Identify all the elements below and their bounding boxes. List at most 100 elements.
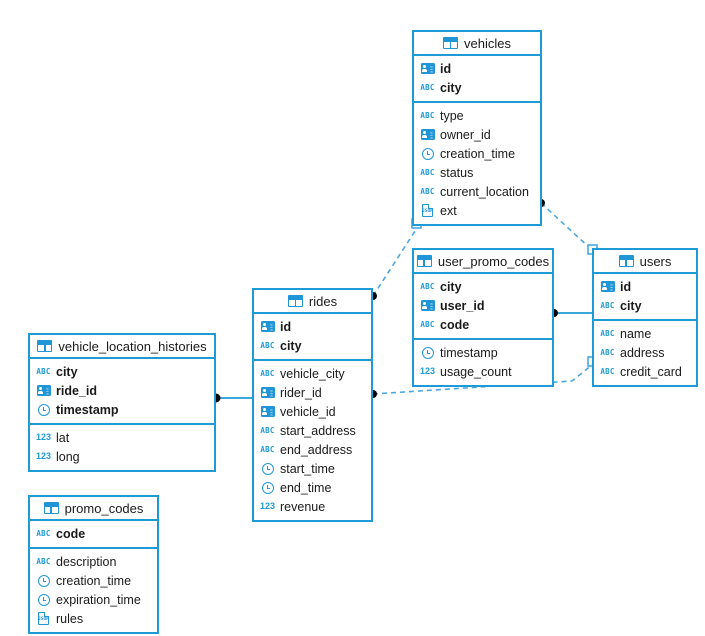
table-grid-icon <box>43 502 59 514</box>
id-card-icon <box>600 280 615 294</box>
field-row-city[interactable]: ABC city <box>254 336 371 355</box>
table-title: user_promo_codes <box>437 253 550 269</box>
field-row-vehicle-city[interactable]: ABC vehicle_city <box>254 364 371 383</box>
relationship-vehiclelocationhistories-rides <box>211 393 252 403</box>
field-label: start_address <box>280 423 356 438</box>
field-row-vehicle-id[interactable]: vehicle_id <box>254 402 371 421</box>
primary-key-section: id ABC city <box>414 56 540 101</box>
field-label: expiration_time <box>56 592 141 607</box>
id-card-icon <box>260 386 275 400</box>
field-row-timestamp[interactable]: timestamp <box>414 343 552 362</box>
clock-icon <box>260 481 275 495</box>
abc-icon: ABC <box>36 366 51 376</box>
number-icon: 123 <box>35 432 52 442</box>
field-row-start-address[interactable]: ABC start_address <box>254 421 371 440</box>
abc-icon: ABC <box>420 186 435 196</box>
field-label: vehicle_city <box>280 366 345 381</box>
field-label: city <box>280 338 302 353</box>
field-label: revenue <box>280 499 326 514</box>
field-row-city[interactable]: ABC city <box>594 296 696 315</box>
field-row-end-address[interactable]: ABC end_address <box>254 440 371 459</box>
field-row-start-time[interactable]: start_time <box>254 459 371 478</box>
field-label: name <box>620 326 652 341</box>
field-row-rider-id[interactable]: rider_id <box>254 383 371 402</box>
field-row-id[interactable]: id <box>254 317 371 336</box>
table-user-promo-codes[interactable]: user_promo_codes ABC city user_id ABC co… <box>412 248 554 387</box>
field-row-description[interactable]: ABC description <box>30 552 157 571</box>
field-row-ext[interactable]: JSON ext <box>414 201 540 220</box>
field-row-id[interactable]: id <box>414 59 540 78</box>
field-row-lat[interactable]: 123 lat <box>30 428 214 447</box>
field-label: city <box>56 364 78 379</box>
table-title: users <box>639 253 672 269</box>
column-section: ABC description creation_time expiration… <box>30 547 157 632</box>
field-row-user-id[interactable]: user_id <box>414 296 552 315</box>
field-label: id <box>440 61 452 76</box>
field-row-creation-time[interactable]: creation_time <box>414 144 540 163</box>
field-label: end_time <box>280 480 332 495</box>
primary-key-section: ABC city ride_id timestamp <box>30 359 214 423</box>
table-header-vehicle-location-histories: vehicle_location_histories <box>30 335 214 359</box>
table-header-users: users <box>594 250 696 274</box>
table-title: vehicle_location_histories <box>58 338 207 354</box>
field-row-creation-time[interactable]: creation_time <box>30 571 157 590</box>
field-row-address[interactable]: ABC address <box>594 343 696 362</box>
field-row-revenue[interactable]: 123 revenue <box>254 497 371 516</box>
field-label: owner_id <box>440 127 491 142</box>
column-section: ABC vehicle_city rider_id vehicle_id ABC… <box>254 359 371 520</box>
field-row-expiration-time[interactable]: expiration_time <box>30 590 157 609</box>
number-icon: 123 <box>35 451 52 461</box>
field-row-owner-id[interactable]: owner_id <box>414 125 540 144</box>
field-row-usage-count[interactable]: 123 usage_count <box>414 362 552 381</box>
field-row-code[interactable]: ABC code <box>414 315 552 334</box>
abc-icon: ABC <box>600 366 615 376</box>
table-users[interactable]: users id ABC city ABC name ABC address A… <box>592 248 698 387</box>
field-row-city[interactable]: ABC city <box>414 78 540 97</box>
primary-key-section: id ABC city <box>594 274 696 319</box>
field-label: usage_count <box>440 364 512 379</box>
abc-icon: ABC <box>420 110 435 120</box>
field-row-end-time[interactable]: end_time <box>254 478 371 497</box>
abc-icon: ABC <box>36 556 51 566</box>
column-section: timestamp 123 usage_count <box>414 338 552 385</box>
field-label: code <box>440 317 470 332</box>
json-icon: JSON <box>36 611 51 626</box>
field-row-code[interactable]: ABC code <box>30 524 157 543</box>
field-row-credit-card[interactable]: ABC credit_card <box>594 362 696 381</box>
field-label: creation_time <box>56 573 132 588</box>
field-row-rules[interactable]: JSON rules <box>30 609 157 628</box>
field-row-city[interactable]: ABC city <box>414 277 552 296</box>
field-label: ext <box>440 203 457 218</box>
field-row-city[interactable]: ABC city <box>30 362 214 381</box>
field-label: lat <box>56 430 70 445</box>
table-grid-icon <box>443 37 459 49</box>
field-row-id[interactable]: id <box>594 277 696 296</box>
field-row-timestamp[interactable]: timestamp <box>30 400 214 419</box>
field-label: rules <box>56 611 84 626</box>
field-row-name[interactable]: ABC name <box>594 324 696 343</box>
field-label: end_address <box>280 442 353 457</box>
field-row-status[interactable]: ABC status <box>414 163 540 182</box>
id-card-icon <box>420 128 435 142</box>
table-promo-codes[interactable]: promo_codes ABC code ABC description cre… <box>28 495 159 634</box>
abc-icon: ABC <box>600 328 615 338</box>
field-label: description <box>56 554 117 569</box>
table-rides[interactable]: rides id ABC city ABC vehicle_city rider… <box>252 288 373 522</box>
table-vehicles[interactable]: vehicles id ABC city ABC type owner_id <box>412 30 542 226</box>
field-row-type[interactable]: ABC type <box>414 106 540 125</box>
field-row-ride-id[interactable]: ride_id <box>30 381 214 400</box>
field-label: status <box>440 165 474 180</box>
table-vehicle-location-histories[interactable]: vehicle_location_histories ABC city ride… <box>28 333 216 472</box>
clock-icon <box>36 593 51 607</box>
field-row-current-location[interactable]: ABC current_location <box>414 182 540 201</box>
clock-icon <box>420 147 435 161</box>
id-card-icon <box>36 384 51 398</box>
field-label: timestamp <box>56 402 119 417</box>
abc-icon: ABC <box>36 528 51 538</box>
field-row-long[interactable]: 123 long <box>30 447 214 466</box>
clock-icon <box>260 462 275 476</box>
relationship-userpromocodes-users <box>550 309 592 317</box>
field-label: city <box>620 298 642 313</box>
field-label: credit_card <box>620 364 682 379</box>
